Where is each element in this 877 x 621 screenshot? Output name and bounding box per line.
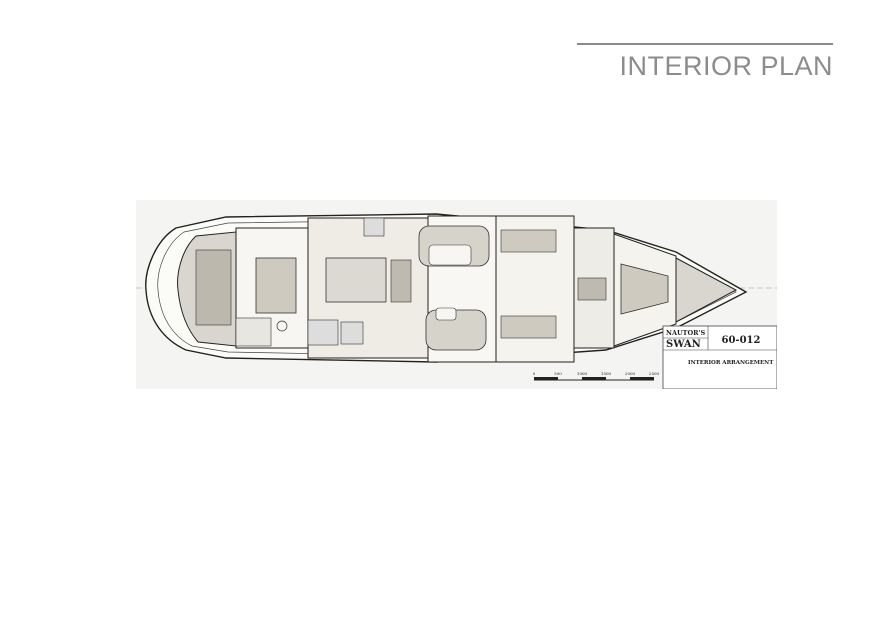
interior-plan-drawing: 0 500 1000 1500 2000 2500 NAUTOR'S SWAN …: [136, 200, 777, 389]
page-title: INTERIOR PLAN: [619, 51, 833, 81]
hull-inner-line: [157, 219, 737, 357]
aft-berth: [195, 249, 232, 326]
interior-plan-svg: 0 500 1000 1500 2000 2500 NAUTOR'S SWAN …: [136, 213, 777, 389]
stbd-berth: [500, 315, 557, 339]
title-block-model: 60-012: [722, 335, 761, 346]
stove: [363, 217, 385, 237]
chain-locker: [675, 257, 738, 323]
owner-double-berth: [255, 257, 297, 314]
scale-label-0: 0: [533, 371, 536, 376]
v-berth: [620, 263, 669, 315]
scale-label-1000: 1000: [577, 371, 588, 376]
aft-head: [235, 317, 272, 347]
title-block-brand-top: NAUTOR'S: [666, 329, 706, 337]
title-block-brand-main: SWAN: [666, 339, 701, 350]
title-block-subtitle: INTERIOR ARRANGEMENT: [688, 360, 774, 366]
saloon-table: [428, 244, 472, 266]
mast-step: [577, 277, 607, 301]
header-rule: [577, 43, 833, 45]
aft-toilet: [276, 320, 288, 332]
nav-station: [340, 321, 364, 345]
scale-label-2000: 2000: [625, 371, 636, 376]
scale-labels: 0 500 1000 1500 2000 2500: [533, 371, 660, 376]
scale-label-2500: 2500: [649, 371, 660, 376]
saloon-side-table: [435, 307, 457, 321]
galley-sink: [307, 319, 339, 346]
scale-label-500: 500: [554, 371, 562, 376]
port-berth: [500, 229, 557, 253]
companionway-steps: [390, 259, 412, 303]
scale-label-1500: 1500: [601, 371, 612, 376]
scale-bar: [534, 377, 654, 381]
title-block: NAUTOR'S SWAN 60-012 INTERIOR ARRANGEMEN…: [662, 325, 777, 389]
companionway: [325, 257, 387, 303]
